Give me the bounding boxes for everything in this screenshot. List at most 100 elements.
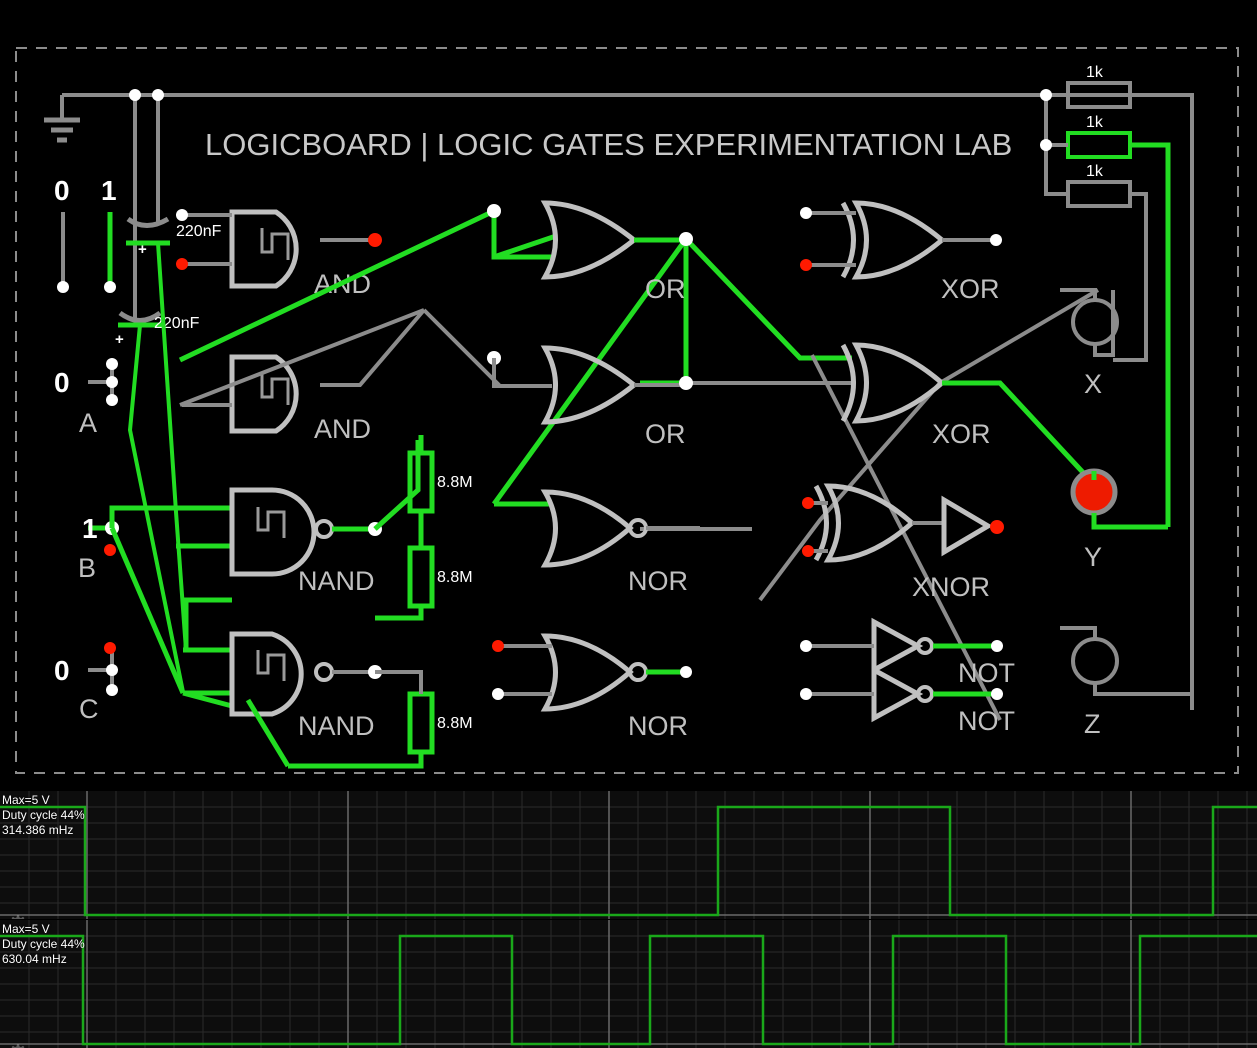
logic-source-low-label: 0: [54, 175, 70, 206]
switch-A-node-top[interactable]: [106, 358, 118, 370]
live-input-bus: [109, 505, 233, 709]
gate-xor-2[interactable]: XOR: [840, 342, 1092, 482]
gate-nand-1-label: NAND: [298, 566, 375, 596]
nor-2-output[interactable]: [680, 666, 692, 678]
capacitor-2-label: 220nF: [154, 315, 200, 332]
gate-xor-1[interactable]: XOR: [800, 200, 1002, 304]
interconnect-idle: [179, 288, 1100, 721]
switch-C-node-mid[interactable]: [106, 664, 118, 676]
not-2-input[interactable]: [800, 688, 812, 700]
not-1-input[interactable]: [800, 640, 812, 652]
gate-not-2-label: NOT: [958, 706, 1015, 736]
gate-nand-2[interactable]: NAND: [229, 631, 382, 741]
resistor-right-3-label: 1k: [1086, 163, 1104, 180]
gate-not-1[interactable]: NOT: [800, 617, 1015, 688]
gate-nor-1[interactable]: NOR: [540, 489, 700, 596]
switch-B-label: B: [78, 553, 96, 583]
resistor-right-2-label: 1k: [1086, 114, 1104, 131]
resistor-right-2[interactable]: 1k: [1046, 114, 1171, 527]
and-1-output[interactable]: [368, 233, 382, 247]
output-X-lamp[interactable]: [1071, 298, 1119, 346]
switch-C-label: C: [79, 694, 99, 724]
resistor-right-3[interactable]: 1k: [1044, 95, 1148, 362]
power-rail: [60, 93, 1185, 118]
output-Z-label: Z: [1084, 709, 1101, 739]
gate-nor-2[interactable]: NOR: [492, 633, 692, 741]
resistor-mid-1-label: 8.8M: [437, 474, 473, 491]
gate-or-2[interactable]: OR: [487, 345, 693, 449]
or-1-input-a[interactable]: [487, 204, 501, 218]
switch-C-node-bot[interactable]: [106, 684, 118, 696]
and-1-input-b[interactable]: [176, 258, 188, 270]
output-X-label: X: [1084, 369, 1102, 399]
not-2-output[interactable]: [991, 688, 1003, 700]
resistor-right-1-label: 1k: [1086, 64, 1104, 81]
nor-2-input-b[interactable]: [492, 688, 504, 700]
xor-1-output[interactable]: [990, 234, 1002, 246]
gate-and-2-label: AND: [314, 414, 371, 444]
capacitor-1-polarity: +: [138, 241, 147, 258]
resistor-mid-2[interactable]: 8.8M: [375, 545, 473, 621]
logic-source-high-node[interactable]: [104, 281, 116, 293]
rail-node-right-1[interactable]: [1040, 89, 1052, 101]
scope-1-trace: [0, 805, 1257, 917]
switch-A-node-bot[interactable]: [106, 394, 118, 406]
input-switch-A[interactable]: 0 A: [54, 358, 118, 438]
capacitor-1-label: 220nF: [176, 223, 222, 240]
switch-C-value: 0: [54, 655, 70, 686]
input-switch-B[interactable]: 1 B: [78, 513, 119, 583]
switch-A-label: A: [79, 408, 97, 438]
scope-2[interactable]: Max=5 V Duty cycle 44% 630.04 mHz: [0, 919, 1257, 1048]
not-1-output[interactable]: [991, 640, 1003, 652]
resistor-mid-3[interactable]: 8.8M: [288, 670, 473, 769]
or-1-output[interactable]: [679, 232, 693, 246]
capacitor-2-polarity: +: [115, 331, 124, 348]
rail-drops: [133, 95, 160, 318]
output-led-Z[interactable]: Z: [1060, 626, 1192, 739]
xnor-1-input-a[interactable]: [802, 497, 814, 509]
gate-nand-2-label: NAND: [298, 711, 375, 741]
gate-and-2[interactable]: AND: [182, 308, 426, 444]
xnor-1-inverter-icon: [941, 495, 993, 557]
logic-source-low-node[interactable]: [57, 281, 69, 293]
nor-2-input-a[interactable]: [492, 640, 504, 652]
scope-2-plot[interactable]: [0, 920, 1257, 1048]
resistor-mid-1[interactable]: 8.8M: [407, 435, 473, 548]
circuit-schematic[interactable]: LOGICBOARD | LOGIC GATES EXPERIMENTATION…: [0, 0, 1257, 790]
logic-source-high-label: 1: [101, 175, 117, 206]
xor-1-input-b[interactable]: [800, 259, 812, 271]
xnor-1-input-b[interactable]: [802, 545, 814, 557]
gate-xnor-1[interactable]: XNOR: [802, 483, 1004, 602]
and-1-input-a[interactable]: [176, 209, 188, 221]
rail-node-right-2[interactable]: [1040, 139, 1052, 151]
xor-1-input-a[interactable]: [800, 207, 812, 219]
junction-node[interactable]: [152, 89, 164, 101]
scope-1[interactable]: Max=5 V Duty cycle 44% 314.386 mHz: [0, 790, 1257, 919]
xnor-1-output[interactable]: [990, 520, 1004, 534]
output-Z-lamp[interactable]: [1071, 637, 1119, 685]
gate-or-1[interactable]: OR: [487, 200, 693, 304]
gate-not-2[interactable]: NOT: [800, 665, 1015, 736]
page-title: LOGICBOARD | LOGIC GATES EXPERIMENTATION…: [205, 127, 1012, 162]
gate-nor-2-label: NOR: [628, 711, 688, 741]
capacitor-output-wires: [127, 242, 188, 693]
scope-2-grid: [0, 920, 1257, 1048]
or-2-output[interactable]: [679, 376, 693, 390]
switch-B-node-low[interactable]: [104, 544, 116, 556]
output-led-X[interactable]: X: [1060, 288, 1119, 399]
gate-xnor-1-label: XNOR: [912, 572, 990, 602]
gate-or-2-label: OR: [645, 419, 686, 449]
switch-A-value: 0: [54, 367, 70, 398]
junction-node[interactable]: [129, 89, 141, 101]
circuit-canvas[interactable]: LOGICBOARD | LOGIC GATES EXPERIMENTATION…: [0, 0, 1257, 790]
switch-C-node-top[interactable]: [104, 642, 116, 654]
gate-nand-1[interactable]: NAND: [229, 487, 382, 596]
input-switch-C[interactable]: 0 C: [54, 642, 118, 724]
switch-A-node-mid[interactable]: [106, 376, 118, 388]
output-led-Y[interactable]: Y: [1070, 468, 1168, 572]
resistor-mid-3-label: 8.8M: [437, 715, 473, 732]
capacitor-1[interactable]: + 220nF: [126, 216, 222, 258]
gate-not-1-label: NOT: [958, 658, 1015, 688]
capacitor-2[interactable]: + 220nF: [115, 310, 200, 348]
scope-1-plot[interactable]: [0, 791, 1257, 919]
